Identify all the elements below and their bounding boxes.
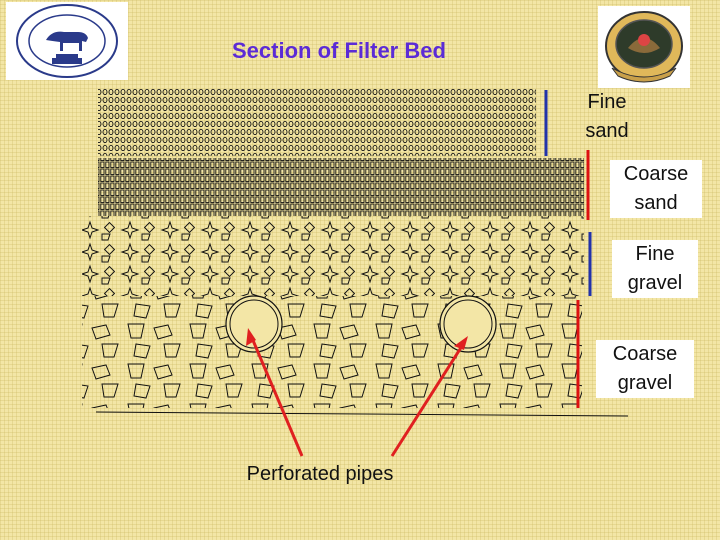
fine-gravel-layer xyxy=(82,216,584,296)
coarse-gravel-layer xyxy=(82,296,582,408)
fine-gravel-label: Fine gravel xyxy=(612,240,698,298)
coarse-gravel-label: Coarse gravel xyxy=(596,340,694,398)
pipe-arrow-right xyxy=(390,336,468,457)
perforated-pipe-right xyxy=(439,295,497,353)
cow-emblem-icon xyxy=(16,4,118,78)
coarse-sand-layer xyxy=(98,158,584,216)
page-title: Section of Filter Bed xyxy=(232,38,446,63)
perforated-pipe-left xyxy=(225,295,283,353)
coarse-sand-label: Coarse sand xyxy=(610,160,702,218)
pipe-arrow-left xyxy=(246,328,304,457)
fine-sand-layer xyxy=(98,88,536,156)
university-logo xyxy=(6,2,128,80)
perforated-pipes-label: Perforated pipes xyxy=(246,463,394,485)
fine-sand-label: Fine sand xyxy=(585,91,629,142)
college-seal-icon xyxy=(605,11,683,83)
college-logo xyxy=(598,6,690,88)
filter-floor-line xyxy=(95,411,629,417)
